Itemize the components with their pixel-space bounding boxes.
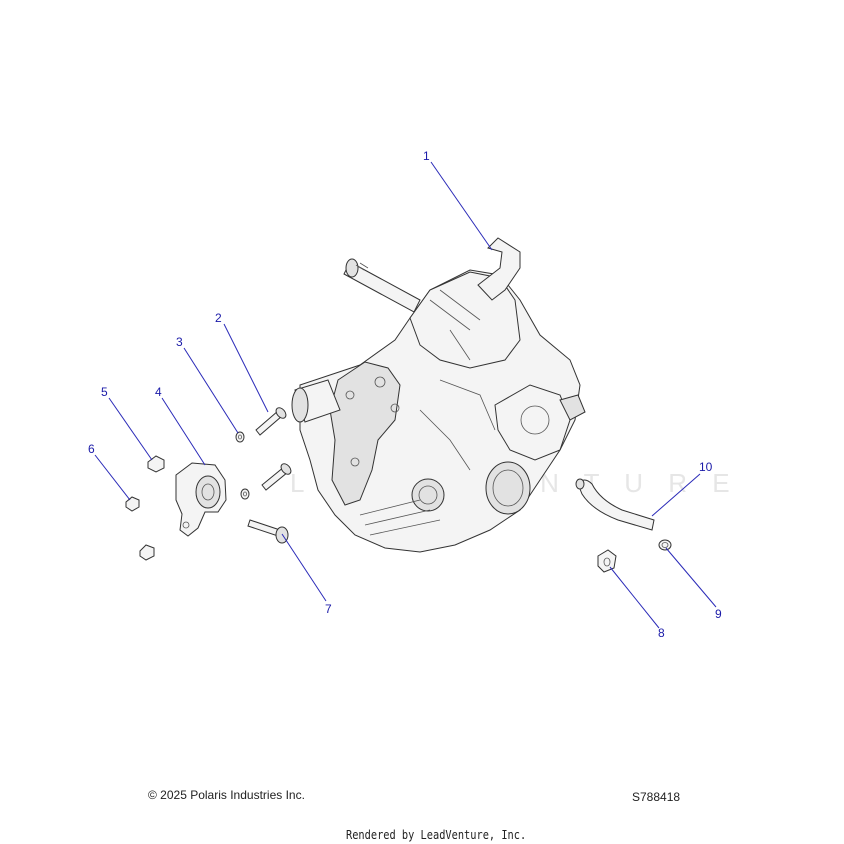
callout-8[interactable]: 8 (658, 626, 665, 640)
washer-lower[interactable] (240, 488, 250, 500)
clamp-part-8[interactable] (597, 549, 617, 573)
callout-1[interactable]: 1 (423, 149, 430, 163)
copyright-text: © 2025 Polaris Industries Inc. (148, 788, 305, 802)
diagram-id: S788418 (632, 790, 681, 804)
callout-6[interactable]: 6 (88, 442, 95, 456)
rendered-by-text: Rendered by LeadVenture, Inc. (346, 828, 527, 842)
washer-part-3[interactable] (235, 431, 245, 443)
callout-2[interactable]: 2 (215, 311, 222, 325)
hose-part-10[interactable] (575, 478, 655, 531)
mount-part-4[interactable] (175, 462, 227, 537)
clamp-part-9[interactable] (658, 539, 672, 551)
callout-10[interactable]: 10 (699, 460, 713, 474)
leader-lines (94, 161, 717, 629)
callout-5[interactable]: 5 (101, 385, 108, 399)
bolt-upper[interactable] (261, 462, 293, 491)
transmission-assembly[interactable] (291, 237, 586, 553)
callout-labels: 1 2 3 4 5 6 7 8 9 10 (88, 149, 722, 640)
callout-3[interactable]: 3 (176, 335, 183, 349)
callout-4[interactable]: 4 (155, 385, 162, 399)
nut-lower[interactable] (139, 544, 155, 561)
bolt-part-7[interactable] (247, 519, 289, 544)
bolt-part-2[interactable] (255, 406, 288, 436)
nut-part-6[interactable] (125, 496, 140, 512)
callout-7[interactable]: 7 (325, 602, 332, 616)
callout-9[interactable]: 9 (715, 607, 722, 621)
mounting-bracket (477, 237, 521, 301)
